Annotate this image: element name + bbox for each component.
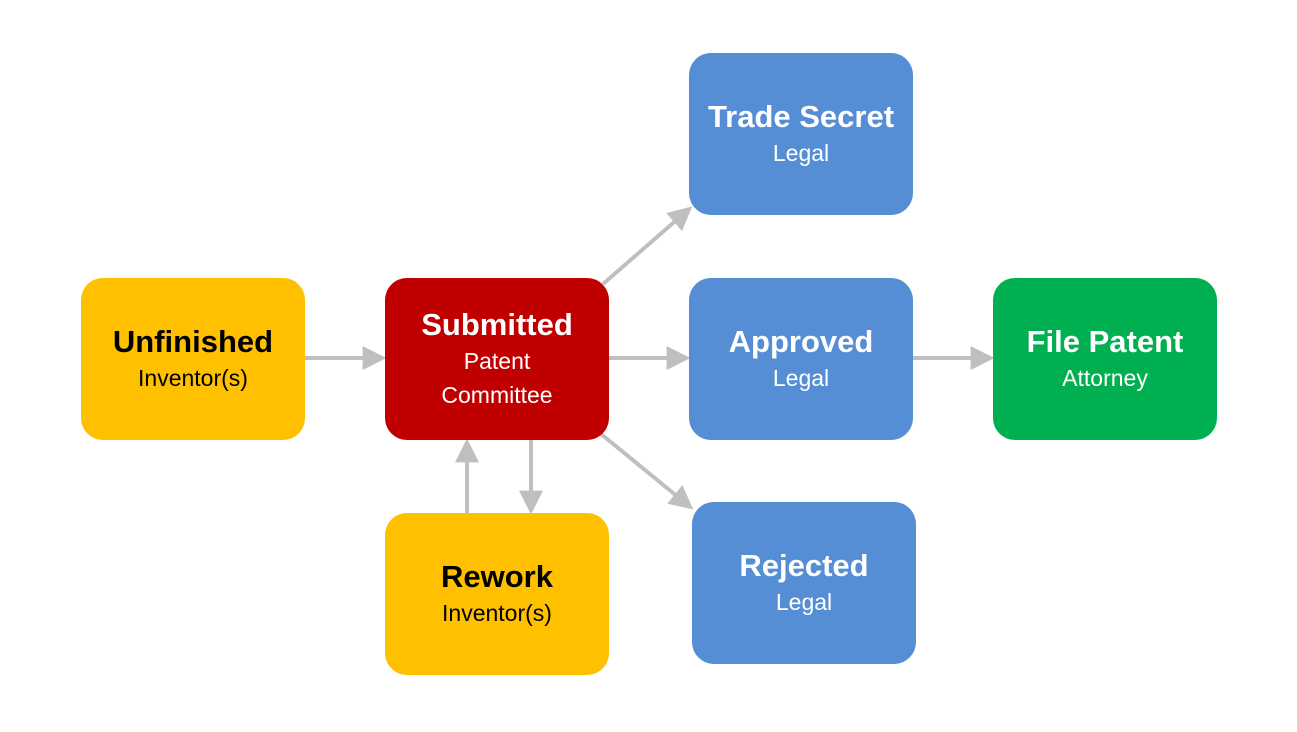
node-rework: Rework Inventor(s) (385, 513, 609, 675)
node-role: Inventor(s) (138, 365, 248, 391)
node-file-patent: File Patent Attorney (993, 278, 1217, 440)
arrow-submitted-to-trade-secret (601, 206, 693, 286)
node-rejected: Rejected Legal (692, 502, 916, 664)
node-unfinished: Unfinished Inventor(s) (81, 278, 305, 440)
node-submitted: Submitted Patent Committee (385, 278, 609, 440)
node-role: Inventor(s) (442, 600, 552, 626)
node-title: Unfinished (112, 324, 274, 359)
node-title: Submitted (421, 307, 573, 342)
node-role: Legal (772, 365, 830, 391)
node-role: Legal (775, 589, 833, 615)
node-title: Rejected (739, 548, 869, 583)
node-role: Patent Committee (441, 348, 553, 408)
node-title: File Patent (1026, 324, 1184, 359)
node-title: Rework (441, 559, 553, 594)
node-trade-secret: Trade Secret Legal (689, 53, 913, 215)
node-role: Attorney (1062, 365, 1148, 391)
node-approved: Approved Legal (689, 278, 913, 440)
arrow-submitted-to-rejected (599, 432, 694, 510)
node-title: Trade Secret (707, 99, 895, 134)
node-title: Approved (728, 324, 874, 359)
node-role: Legal (772, 140, 830, 166)
